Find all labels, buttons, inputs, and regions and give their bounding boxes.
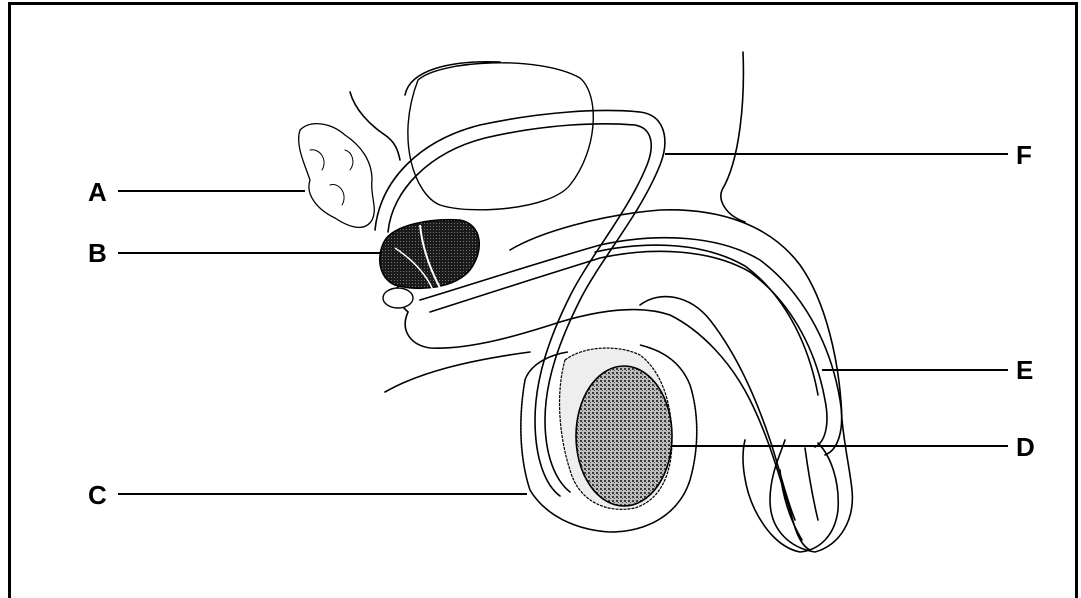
perineum-line [385,352,530,392]
prostate [380,220,480,289]
spine-line [721,52,745,222]
glans-outline [743,440,838,552]
seminal-vesicle [299,124,375,228]
ureter-line [350,92,400,160]
label-a: A [88,179,107,205]
label-c: C [88,482,107,508]
bladder-outline [408,63,593,210]
label-e: E [1016,357,1033,383]
label-f: F [1016,142,1032,168]
label-b: B [88,240,107,266]
testis [576,366,672,506]
bulbourethral-gland [383,288,413,308]
label-d: D [1016,434,1035,460]
